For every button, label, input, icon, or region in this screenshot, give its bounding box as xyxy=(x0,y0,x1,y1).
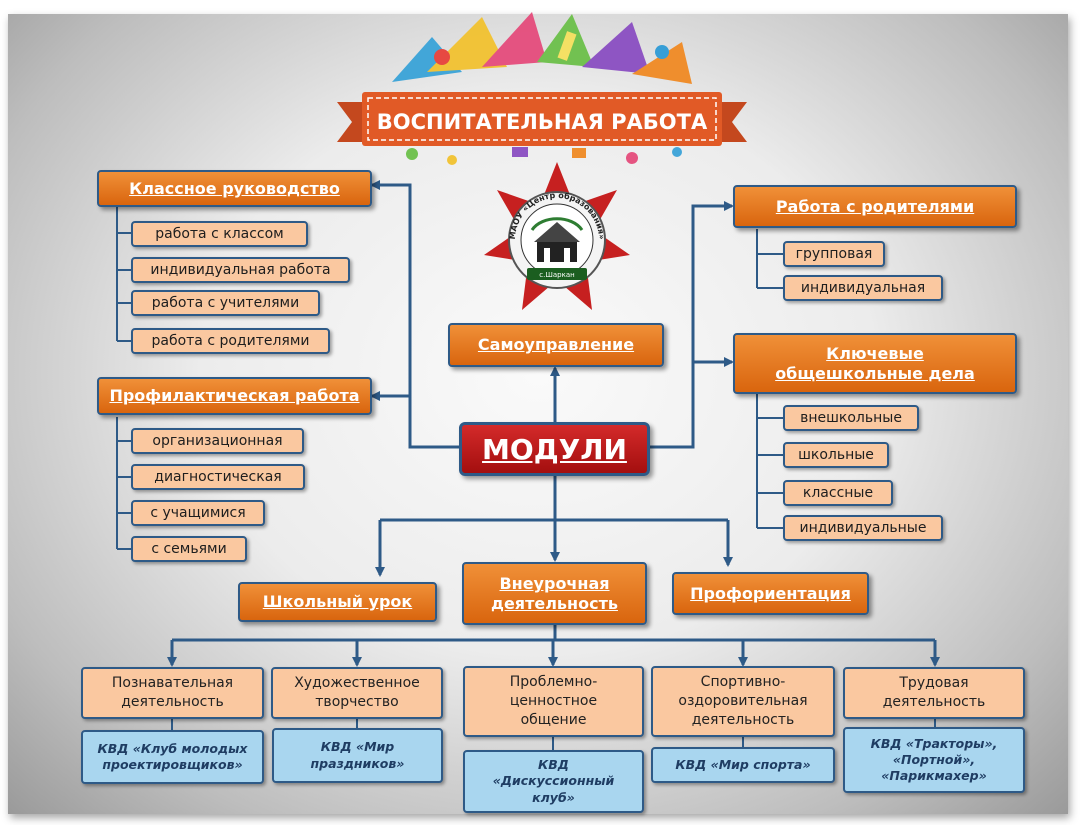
connector-tree-key-affairs xyxy=(756,394,783,529)
activity-problem-value: Проблемно- ценностное общение xyxy=(463,666,644,737)
classroom-item-2: индивидуальная работа xyxy=(131,257,350,283)
prevention-item-4: с семьями xyxy=(131,536,247,562)
key-affairs-item-3: классные xyxy=(783,480,893,506)
key-affairs-item-4: индивидуальные xyxy=(783,515,943,541)
connector-modules-right xyxy=(650,201,734,449)
activity-cognitive: Познавательная деятельность xyxy=(81,667,264,719)
prevention-item-1: организационная xyxy=(131,428,304,454)
club-world-of-sport: КВД «Мир спорта» xyxy=(651,747,835,783)
modules-box: МОДУЛИ xyxy=(459,422,650,476)
prevention-item-2: диагностическая xyxy=(131,464,305,490)
connector-modules-left xyxy=(370,180,459,449)
parents-item-2: индивидуальная xyxy=(783,275,943,301)
parents-work-box: Работа с родителями xyxy=(733,185,1017,228)
connector-tree-parents xyxy=(756,229,783,289)
club-young-designers: КВД «Клуб молодых проектировщиков» xyxy=(81,730,264,784)
classroom-item-3: работа с учителями xyxy=(131,290,320,316)
school-lesson-box: Школьный урок xyxy=(238,582,437,622)
activity-labor: Трудовая деятельность xyxy=(843,667,1025,719)
prevention-item-3: с учащимися xyxy=(131,500,265,526)
banner-title: ВОСПИТАТЕЛЬНАЯ РАБОТА xyxy=(377,110,708,134)
banner: ВОСПИТАТЕЛЬНАЯ РАБОТА xyxy=(337,12,747,165)
parents-item-1: групповая xyxy=(783,241,885,267)
connector-tree-prevention xyxy=(116,417,131,550)
key-affairs-line2: общешкольные дела xyxy=(775,363,975,383)
classroom-management-box: Классное руководство xyxy=(97,170,372,207)
ribbon xyxy=(362,92,722,146)
banner-decoration xyxy=(392,12,692,165)
extracurricular-line2: деятельность xyxy=(491,593,618,613)
prevention-box: Профилактическая работа xyxy=(97,377,372,415)
career-guidance-box: Профориентация xyxy=(672,572,869,615)
connector-tree-classroom xyxy=(116,207,131,342)
classroom-item-1: работа с классом xyxy=(131,221,308,247)
activity-artistic: Художественное творчество xyxy=(271,667,443,719)
key-affairs-line1: Ключевые xyxy=(826,344,924,364)
club-discussion: КВД «Дискуссионный клуб» xyxy=(463,750,644,813)
emblem-place: с.Шаркан xyxy=(539,271,574,279)
club-tractors-tailor-hairdresser: КВД «Тракторы», «Портной», «Парикмахер» xyxy=(843,727,1025,793)
activity-sports: Спортивно- оздоровительная деятельность xyxy=(651,666,835,737)
classroom-item-4: работа с родителями xyxy=(131,328,330,354)
extracurricular-box: Внеурочная деятельность xyxy=(462,562,647,625)
key-affairs-box: Ключевые общешкольные дела xyxy=(733,333,1017,394)
key-affairs-item-1: внешкольные xyxy=(783,405,919,431)
school-emblem: МАОУ «Центр образования» с.Шаркан xyxy=(484,162,630,310)
club-world-of-holidays: КВД «Мир праздников» xyxy=(272,728,443,783)
extracurricular-line1: Внеурочная xyxy=(499,574,610,594)
key-affairs-item-2: школьные xyxy=(783,442,889,468)
self-government-box: Самоуправление xyxy=(448,323,664,367)
